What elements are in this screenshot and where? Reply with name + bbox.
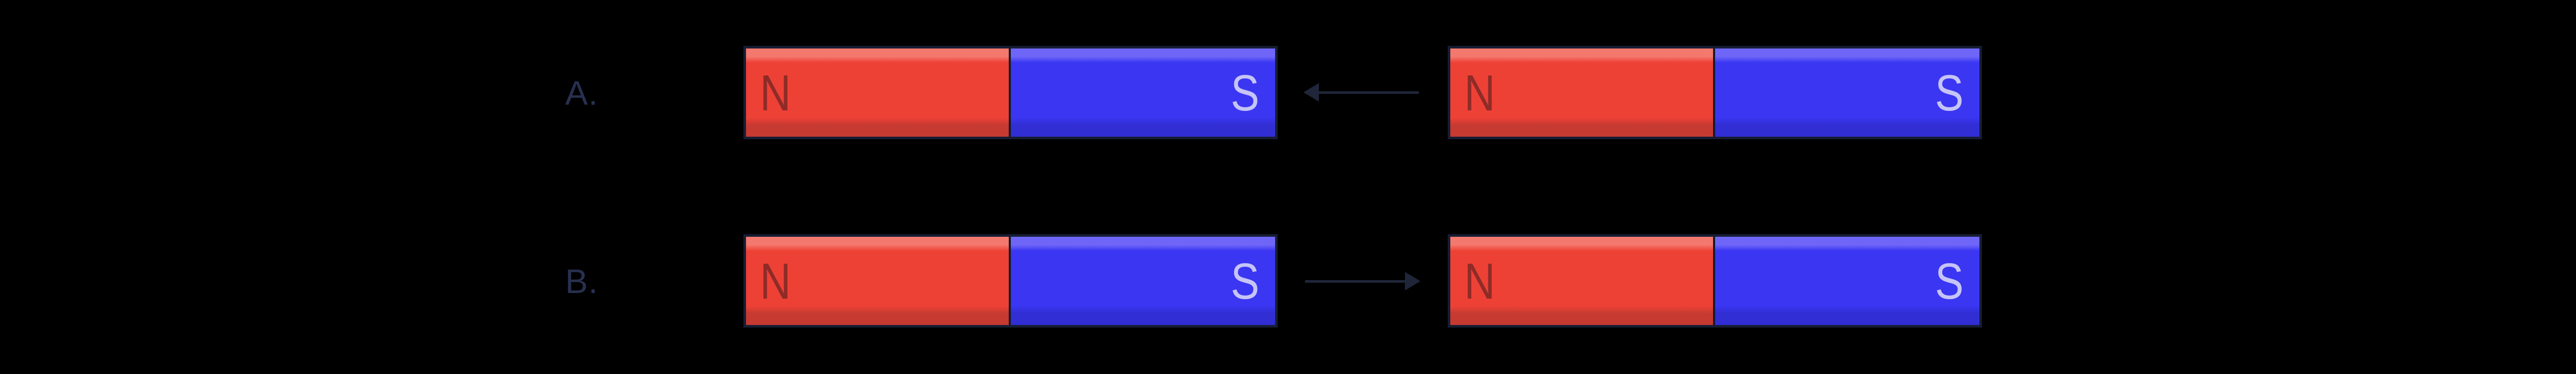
arrow-left-icon [1303,83,1419,102]
arrow-shaft [1316,91,1419,94]
south-pole-label: S [1230,64,1259,121]
south-pole: S [1715,48,1979,137]
pole-divider [1713,48,1715,137]
magnet-a-left: N S [743,46,1278,139]
option-label-a: A. [565,73,599,112]
arrow-shaft [1305,280,1408,283]
pole-divider [1008,48,1011,137]
magnet-b-right: N S [1448,234,1982,328]
north-pole: N [746,237,1009,325]
south-pole-label: S [1230,252,1259,310]
south-pole: S [1010,48,1275,137]
north-pole-label: N [1464,64,1496,121]
pole-divider [1713,237,1715,325]
magnet-a-right: N S [1448,46,1982,139]
north-pole-label: N [760,252,791,310]
north-pole-label: N [1464,252,1496,310]
arrow-head [1405,272,1420,290]
north-pole: N [1450,237,1713,325]
pole-divider [1008,237,1011,325]
north-pole: N [746,48,1009,137]
arrow-right-icon [1305,272,1420,290]
south-pole-label: S [1935,252,1963,310]
north-pole-label: N [760,64,791,121]
south-pole: S [1715,237,1979,325]
option-label-b: B. [565,262,599,300]
north-pole: N [1450,48,1713,137]
south-pole: S [1010,237,1275,325]
south-pole-label: S [1935,64,1963,121]
magnet-b-left: N S [743,234,1278,328]
